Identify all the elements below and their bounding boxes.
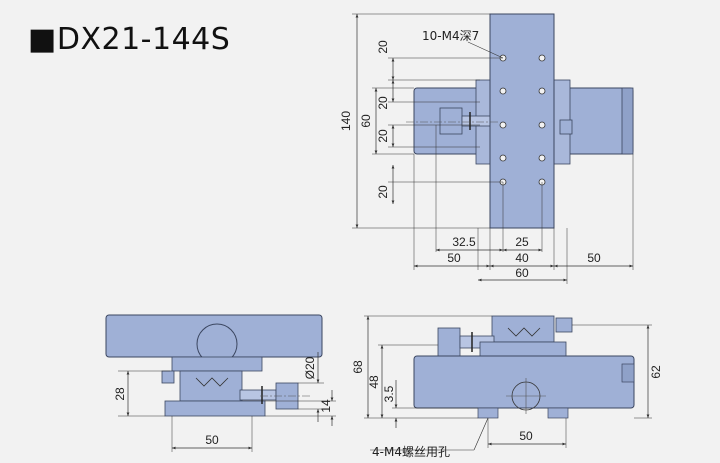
front-base-block bbox=[179, 370, 243, 402]
tapped-hole bbox=[538, 121, 546, 129]
side-mid-carriage bbox=[479, 341, 567, 357]
side-foot-left bbox=[477, 407, 499, 419]
tapped-hole bbox=[499, 154, 507, 162]
dim-d20: Ø20 bbox=[303, 356, 317, 379]
dim-20-a: 20 bbox=[376, 40, 390, 54]
dim-50-side: 50 bbox=[519, 429, 533, 443]
tapped-hole bbox=[538, 87, 546, 95]
tapped-hole bbox=[538, 154, 546, 162]
side-knob bbox=[437, 327, 461, 359]
dim-14: 14 bbox=[319, 399, 333, 413]
model-title: ■DX21-144S bbox=[28, 22, 230, 57]
model-name: DX21-144S bbox=[56, 22, 231, 57]
top-knob bbox=[439, 107, 463, 135]
dim-20-d: 20 bbox=[376, 185, 390, 199]
top-lock-screw bbox=[559, 119, 573, 135]
dim-40: 40 bbox=[515, 251, 529, 265]
top-spindle bbox=[461, 115, 493, 127]
front-bottom-plate bbox=[164, 400, 266, 417]
front-micrometer-sleeve bbox=[239, 389, 277, 401]
side-view: 50 68 48 3.5 62 4-M4螺丝用孔 bbox=[351, 315, 663, 459]
dim-20-b: 20 bbox=[376, 96, 390, 110]
top-lower-stage-end-right bbox=[621, 87, 634, 155]
dim-28: 28 bbox=[113, 387, 127, 401]
dim-32-5: 32.5 bbox=[452, 235, 476, 249]
dim-62: 62 bbox=[649, 365, 663, 379]
dim-60-bottom: 60 bbox=[515, 266, 529, 280]
top-view: 140 60 20 20 20 20 10-M4深7 bbox=[339, 13, 634, 284]
dim-3-5: 3.5 bbox=[382, 385, 396, 402]
dim-60: 60 bbox=[359, 114, 373, 128]
side-end-cap bbox=[621, 363, 635, 383]
tapped-hole bbox=[499, 121, 507, 129]
dim-68: 68 bbox=[351, 360, 365, 374]
hole-note-side: 4-M4螺丝用孔 bbox=[372, 445, 450, 459]
tapped-hole bbox=[538, 54, 546, 62]
front-view: 28 Ø20 14 50 bbox=[105, 314, 336, 452]
top-plate-holes bbox=[499, 54, 546, 186]
dim-140: 140 bbox=[339, 111, 353, 131]
model-mark: ■ bbox=[28, 22, 57, 57]
side-lock-screw bbox=[555, 317, 573, 333]
front-carriage bbox=[171, 356, 263, 372]
hole-note-top: 10-M4深7 bbox=[422, 29, 479, 43]
side-foot-right bbox=[547, 407, 569, 419]
tapped-hole bbox=[499, 87, 507, 95]
dim-48: 48 bbox=[367, 375, 381, 389]
top-upper-plate bbox=[489, 13, 555, 229]
dim-20-c: 20 bbox=[376, 129, 390, 143]
front-lock-screw bbox=[161, 370, 175, 384]
dim-50-front: 50 bbox=[205, 433, 219, 447]
dim-50-right: 50 bbox=[587, 251, 601, 265]
dim-25: 25 bbox=[515, 235, 529, 249]
dim-50-left: 50 bbox=[447, 251, 461, 265]
